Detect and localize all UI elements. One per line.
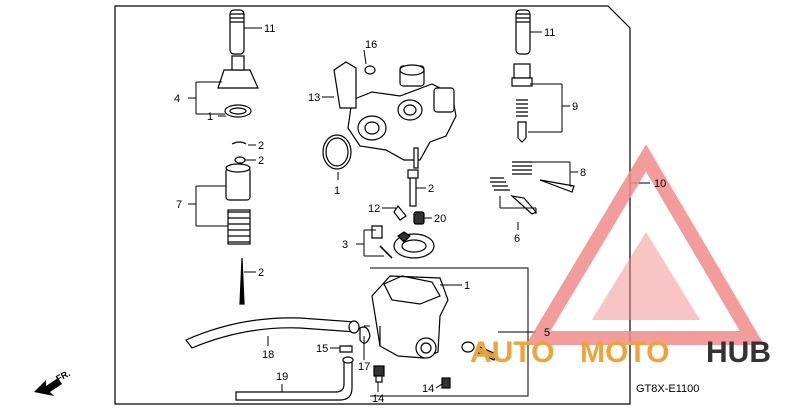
callout-8: 8 bbox=[580, 167, 586, 179]
choke-o-ring bbox=[364, 65, 376, 75]
float-chamber bbox=[371, 275, 449, 359]
screw-14 bbox=[441, 377, 451, 389]
carb-top-cap bbox=[217, 69, 259, 89]
drain-bolt bbox=[475, 345, 497, 361]
callout-13: 13 bbox=[308, 92, 320, 104]
left-leaders bbox=[188, 27, 262, 273]
callout-1-center: 1 bbox=[334, 185, 340, 197]
mixture-spring bbox=[490, 177, 510, 191]
carburetor-body bbox=[322, 61, 457, 259]
callout-7: 7 bbox=[176, 199, 182, 211]
throttle-spring bbox=[228, 211, 250, 243]
right-leaders bbox=[499, 31, 650, 230]
direction-label: FR. bbox=[54, 368, 71, 384]
watermark-moto: MOTO bbox=[580, 336, 669, 369]
watermark-logo bbox=[525, 144, 765, 345]
callout-14-right: 14 bbox=[422, 383, 434, 395]
callout-20: 20 bbox=[434, 213, 446, 225]
callout-2-c: 2 bbox=[258, 267, 264, 279]
watermark-auto: AUTO bbox=[470, 336, 554, 369]
hose-19 bbox=[235, 359, 353, 401]
callout-14-center: 14 bbox=[372, 393, 384, 405]
cable-adjuster-cap-left bbox=[229, 9, 245, 55]
callout-1-left: 1 bbox=[207, 111, 213, 123]
callout-19: 19 bbox=[276, 371, 288, 383]
callout-2-a: 2 bbox=[258, 140, 264, 152]
callout-1-float: 1 bbox=[464, 280, 470, 292]
pilot-screw bbox=[393, 204, 407, 221]
throttle-slide bbox=[225, 167, 251, 201]
bottom-leaders bbox=[267, 331, 536, 392]
callout-9: 9 bbox=[572, 101, 578, 113]
left-parts bbox=[217, 9, 259, 305]
callout-15: 15 bbox=[316, 343, 328, 355]
callout-5: 5 bbox=[544, 327, 550, 339]
clip-15 bbox=[339, 345, 353, 353]
diagram-code: GT8X-E1100 bbox=[636, 383, 699, 395]
callout-17: 17 bbox=[358, 361, 370, 373]
hose-18 bbox=[185, 317, 357, 349]
diagram-frame bbox=[114, 5, 631, 405]
callout-18: 18 bbox=[262, 349, 274, 361]
callout-11-right: 11 bbox=[544, 27, 555, 39]
cable-adjuster-cap-right bbox=[515, 9, 531, 55]
hoses bbox=[185, 317, 497, 401]
watermark-text: AUTO MOTO HUB bbox=[470, 336, 771, 369]
watermark-triangle bbox=[525, 144, 765, 345]
mixture-screw bbox=[510, 195, 537, 215]
pilot-spring bbox=[516, 99, 528, 117]
callout-2-b: 2 bbox=[258, 155, 264, 167]
o-ring-body bbox=[322, 134, 352, 170]
callout-16: 16 bbox=[365, 39, 377, 51]
callout-10: 10 bbox=[654, 178, 666, 190]
right-parts bbox=[490, 9, 575, 215]
front-direction-arrow bbox=[34, 378, 62, 396]
callout-labels: 11 4 1 2 2 7 2 16 13 1 2 12 20 3 1 18 15… bbox=[174, 23, 666, 405]
choke-plunger bbox=[333, 61, 357, 109]
watermark-hub: HUB bbox=[706, 336, 771, 369]
callout-6: 6 bbox=[514, 233, 520, 245]
main-jet bbox=[413, 211, 425, 225]
pilot-adjuster bbox=[513, 63, 531, 79]
main-jet-tube bbox=[409, 175, 417, 207]
callout-3: 3 bbox=[342, 239, 348, 251]
jet-needle bbox=[239, 257, 245, 305]
callout-12: 12 bbox=[368, 203, 380, 215]
callout-11-left: 11 bbox=[264, 23, 275, 35]
center-leaders bbox=[322, 49, 462, 327]
drain-screw bbox=[373, 365, 385, 377]
callout-4: 4 bbox=[174, 93, 180, 105]
callout-2-center: 2 bbox=[428, 183, 434, 195]
idle-spring bbox=[512, 161, 532, 175]
